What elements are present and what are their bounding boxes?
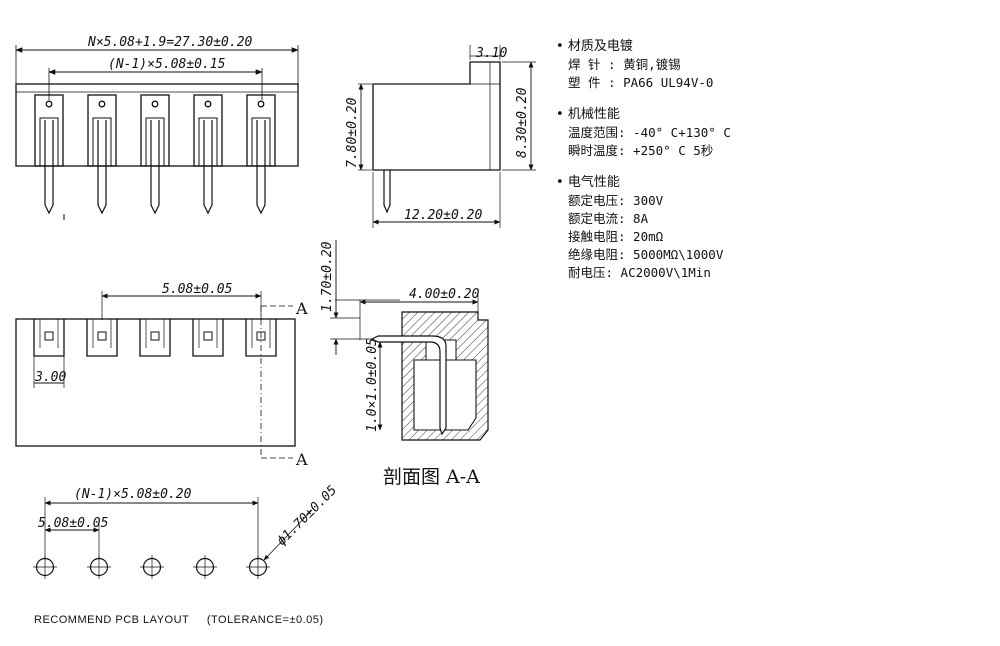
top-view — [15, 291, 296, 459]
pcb-layout — [33, 497, 313, 579]
section-marker-top: A — [295, 299, 308, 318]
pcb-caption: RECOMMEND PCB LAYOUT (TOLERANCE=±0.05) — [34, 614, 338, 626]
pcb-pitch-dim: 5.08±0.05 — [38, 516, 109, 531]
side-height-right-dim: 8.30±0.20 — [515, 87, 530, 158]
pin-group — [34, 94, 276, 215]
spec-row: 额定电压: 300V — [568, 193, 664, 208]
overall-length-dim: N×5.08+1.9=27.30±0.20 — [87, 35, 253, 50]
electrical-title: • 电气性能 — [556, 175, 620, 190]
slot-width-dim: 3.00 — [34, 370, 66, 385]
mechanical-section: • 机械性能 温度范围: -40° C+130° C 瞬时温度: +250° C… — [556, 106, 986, 160]
tolerance-note: (TOLERANCE=±0.05) — [206, 614, 324, 626]
section-title: 剖面图 A-A — [383, 466, 480, 488]
spec-panel: • 材质及电镀 焊 针 : 黄铜,镀锡 塑 件 : PA66 UL94V-0 •… — [556, 38, 986, 296]
section-offset-v-dim: 1.70±0.20 — [320, 241, 335, 312]
mechanical-title: • 机械性能 — [556, 107, 620, 122]
spec-row: 接触电阻: 20mΩ — [568, 229, 664, 244]
section-view — [330, 240, 489, 441]
spec-row: 瞬时温度: +250° C 5秒 — [568, 143, 714, 158]
pitch-total-dim: (N-1)×5.08±0.15 — [108, 57, 226, 72]
pin-square-dim: 1.0×1.0±0.05 — [365, 338, 380, 432]
pcb-caption-text: RECOMMEND PCB LAYOUT — [34, 614, 190, 626]
section-offset-h-dim: 4.00±0.20 — [409, 287, 480, 302]
side-depth-dim: 12.20±0.20 — [404, 208, 482, 223]
pitch-front-dim: 5.08±0.05 — [162, 282, 233, 297]
side-height-left-dim: 7.80±0.20 — [345, 97, 360, 168]
side-width-dim: 3.10 — [475, 46, 507, 61]
spec-row: 焊 针 : 黄铜,镀锡 — [568, 57, 681, 72]
materials-title: • 材质及电镀 — [556, 39, 633, 54]
spec-row: 绝缘电阻: 5000MΩ\1000V — [568, 247, 724, 262]
top-front-view — [15, 45, 299, 220]
hole-dia-dim: ϕ1.70±0.05 — [274, 483, 340, 549]
side-view — [358, 45, 536, 228]
spec-row: 额定电流: 8A — [568, 211, 649, 226]
materials-section: • 材质及电镀 焊 针 : 黄铜,镀锡 塑 件 : PA66 UL94V-0 — [556, 38, 986, 92]
spec-row: 塑 件 : PA66 UL94V-0 — [568, 75, 714, 90]
spec-row: 温度范围: -40° C+130° C — [568, 125, 731, 140]
electrical-section: • 电气性能 额定电压: 300V 额定电流: 8A 接触电阻: 20mΩ 绝缘… — [556, 174, 986, 282]
section-marker-bottom: A — [295, 450, 308, 469]
spec-row: 耐电压: AC2000V\1Min — [568, 265, 711, 280]
pcb-total-dim: (N-1)×5.08±0.20 — [74, 487, 192, 502]
